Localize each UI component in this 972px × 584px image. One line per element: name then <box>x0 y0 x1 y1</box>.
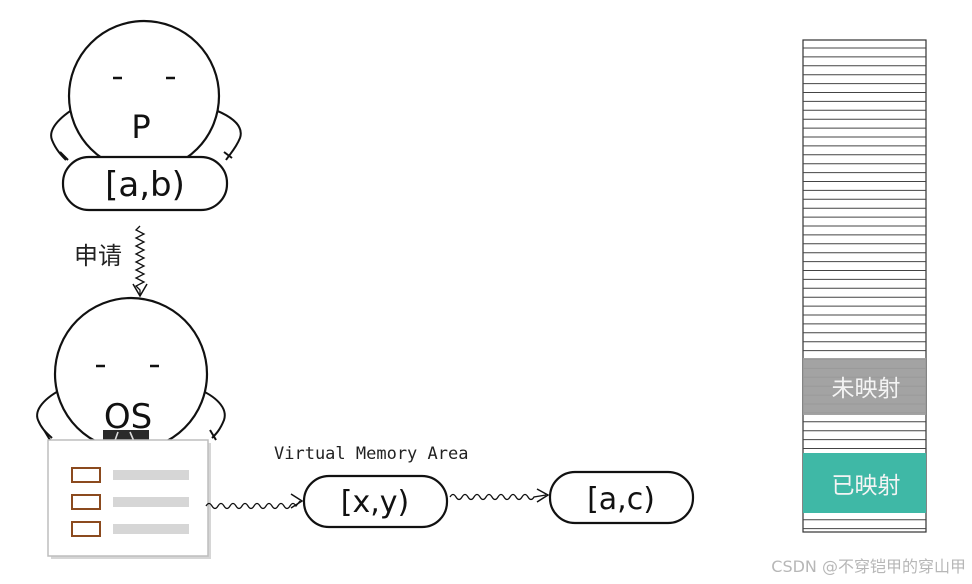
vma-box-ac: [a,c) <box>548 470 695 525</box>
vma-box-label: [x,y) <box>341 485 409 520</box>
vma-list-document <box>47 439 211 559</box>
csdn-watermark: CSDN @不穿铠甲的穿山甲 <box>771 557 966 576</box>
request-label: 申请 <box>74 242 122 270</box>
process-left-arm <box>50 105 79 161</box>
request-arrowhead <box>132 283 148 298</box>
arrowhead-icon <box>536 488 550 503</box>
list-row-1 <box>71 467 189 483</box>
process-head <box>67 19 221 173</box>
unmapped-region <box>803 358 926 415</box>
process-right-arm <box>209 107 242 161</box>
vma-box-xy: [x,y) <box>302 474 449 529</box>
os-left-arm <box>36 387 65 439</box>
list-line <box>113 470 189 480</box>
arrowhead-icon <box>290 493 304 509</box>
list-checkbox-icon <box>71 494 101 510</box>
list-line <box>113 497 189 507</box>
list-checkbox-icon <box>71 521 101 537</box>
list-checkbox-icon <box>71 467 101 483</box>
os-right-arm <box>195 387 226 439</box>
process-face-letter: P <box>131 108 150 146</box>
list-line <box>113 524 189 534</box>
mapped-region <box>803 453 926 513</box>
os-character: OS <box>36 296 226 452</box>
list-row-2 <box>71 494 189 510</box>
vma-box-label: [a,c) <box>587 482 655 517</box>
vma-caption: Virtual Memory Area <box>274 444 468 464</box>
request-arrow: 申请 <box>74 225 148 298</box>
process-character: P [a,b) <box>50 19 242 212</box>
unmapped-label: 未映射 <box>832 376 901 402</box>
memory-column: 未映射 已映射 <box>802 39 927 533</box>
vma-to-range-arrow <box>449 488 550 503</box>
list-row-3 <box>71 521 189 537</box>
process-range-pill <box>61 155 229 212</box>
process-range-label: [a,b) <box>105 165 185 205</box>
list-to-vma-arrow <box>205 493 304 510</box>
mapped-label: 已映射 <box>832 473 901 499</box>
